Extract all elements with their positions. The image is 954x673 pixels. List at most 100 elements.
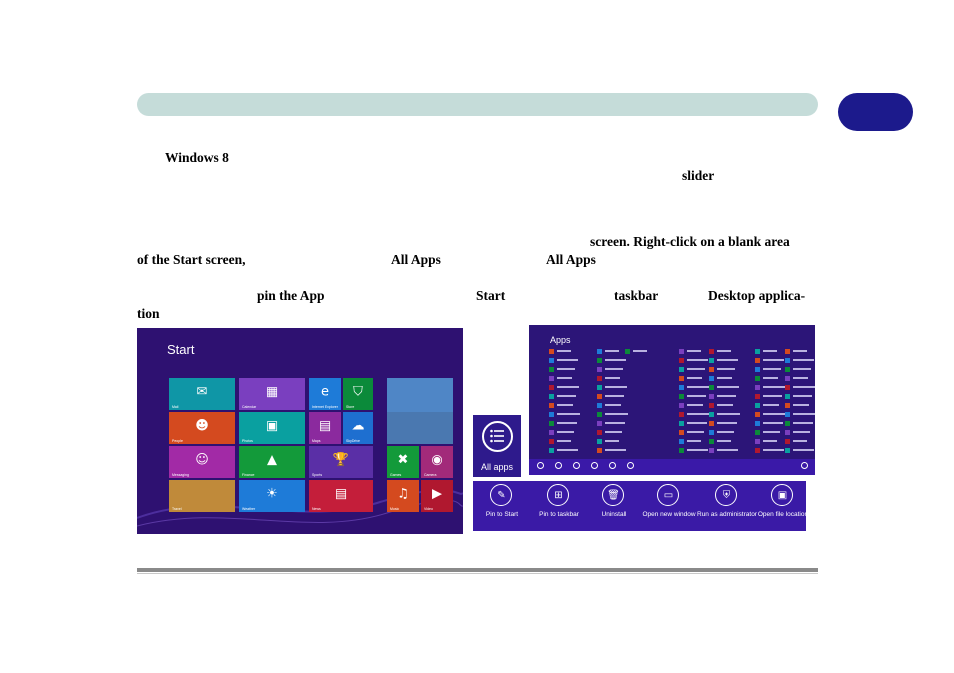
- app-entry-icon: [549, 448, 554, 453]
- app-entry-text: [717, 431, 734, 433]
- start-tile[interactable]: ▦Calendar: [239, 378, 305, 410]
- app-entry-text: [793, 413, 815, 415]
- app-entry-text: [717, 449, 738, 451]
- app-entry-text: [763, 440, 777, 442]
- app-entry-icon: [597, 421, 602, 426]
- start-tile[interactable]: ♫Music: [387, 480, 419, 512]
- app-entry-icon: [597, 358, 602, 363]
- app-entry-icon: [785, 448, 790, 453]
- app-entry-icon: [597, 403, 602, 408]
- app-bar-command[interactable]: ⊞Pin to taskbar: [531, 481, 587, 531]
- app-entry-icon: [549, 412, 554, 417]
- command-label: Open file location: [757, 511, 809, 518]
- app-entry-icon: [709, 412, 714, 417]
- app-bar-command[interactable]: 🗑Uninstall: [586, 481, 642, 531]
- command-label: Pin to taskbar: [539, 511, 579, 518]
- start-tile[interactable]: ☺Messaging: [169, 446, 235, 478]
- start-tile[interactable]: ▲Finance: [239, 446, 305, 478]
- text-start-screen: of the Start screen,: [137, 252, 246, 267]
- app-entry-icon: [549, 403, 554, 408]
- app-entry-icon: [549, 367, 554, 372]
- bar-uninstall-icon[interactable]: [573, 462, 580, 469]
- video-icon: ▶: [432, 486, 442, 502]
- start-tile[interactable]: ◉Camera: [421, 446, 453, 478]
- app-entry-icon: [709, 421, 714, 426]
- folder-icon: ▣: [777, 490, 788, 501]
- app-entry-text: [763, 422, 783, 424]
- app-entry-text: [557, 386, 579, 388]
- start-tile[interactable]: 🏆Sports: [309, 446, 373, 478]
- app-bar-command[interactable]: ⛨ Run as administrator: [697, 481, 757, 531]
- pin-icon: ✎: [497, 490, 506, 501]
- app-entry-icon: [755, 358, 760, 363]
- app-entry-icon: [679, 430, 684, 435]
- app-entry-icon: [549, 376, 554, 381]
- apps-title: Apps: [550, 335, 571, 345]
- app-entry-text: [763, 395, 782, 397]
- start-tile[interactable]: Travel: [169, 480, 235, 512]
- command-label: Run as administrator: [697, 511, 757, 518]
- app-entry-text: [687, 404, 703, 406]
- app-entry-icon: [679, 421, 684, 426]
- app-entry-text: [793, 440, 807, 442]
- app-entry-text: [793, 395, 812, 397]
- start-tile[interactable]: ▤News: [309, 480, 373, 512]
- app-bar-command[interactable]: ▣ Open file location: [755, 481, 811, 531]
- app-entry-text: [557, 395, 576, 397]
- shield-icon: ⛨: [722, 490, 731, 501]
- app-entry-text: [557, 440, 571, 442]
- app-entry-icon: [679, 349, 684, 354]
- start-tile-label: Internet Explorer: [312, 405, 338, 409]
- app-entry-text: [687, 431, 704, 433]
- start-tile[interactable]: ☀Weather: [239, 480, 305, 512]
- app-bar-command[interactable]: ▭Open new window: [641, 481, 697, 531]
- start-tile[interactable]: ✉Mail: [169, 378, 235, 410]
- bar-zoom-icon[interactable]: [801, 462, 808, 469]
- start-tile[interactable]: ▤Maps: [309, 412, 341, 444]
- bar-folder-icon[interactable]: [627, 462, 634, 469]
- app-entry-icon: [755, 430, 760, 435]
- app-entry-icon: [679, 358, 684, 363]
- uninstall-icon: 🗑: [607, 490, 620, 501]
- command-label: Open new window: [642, 511, 696, 518]
- store-icon: ⛉: [353, 384, 363, 400]
- app-entry-text: [793, 431, 810, 433]
- app-entry-text: [557, 377, 572, 379]
- app-entry-icon: [549, 421, 554, 426]
- app-entry-icon: [785, 376, 790, 381]
- text-desktop-applica: Desktop applica-: [708, 288, 806, 303]
- start-tile[interactable]: ⛉Store: [343, 378, 373, 410]
- start-tile[interactable]: ▶Video: [421, 480, 453, 512]
- all-apps-label: All apps: [480, 462, 514, 472]
- start-tile-label: Maps: [312, 439, 321, 443]
- text-pin-the-app: pin the App: [257, 288, 325, 303]
- text-start: Start: [476, 288, 506, 303]
- start-tile[interactable]: [387, 412, 453, 444]
- start-tile[interactable]: ✖Games: [387, 446, 419, 478]
- app-bar-command[interactable]: ✎Pin to Start: [474, 481, 530, 531]
- app-entry-text: [557, 413, 580, 415]
- app-entry-icon: [679, 439, 684, 444]
- app-entry-text: [605, 449, 626, 451]
- app-entry-icon: [625, 349, 630, 354]
- app-entry-text: [605, 413, 628, 415]
- skydrive-icon: ☁: [351, 418, 365, 434]
- command-circle: [771, 484, 793, 506]
- command-circle: [490, 484, 512, 506]
- app-entry-text: [687, 395, 706, 397]
- bar-admin-icon[interactable]: [609, 462, 616, 469]
- start-tile[interactable]: ☻People: [169, 412, 235, 444]
- bar-pin-icon[interactable]: [537, 462, 544, 469]
- bar-taskbar-icon[interactable]: [555, 462, 562, 469]
- app-entry-icon: [709, 448, 714, 453]
- text-all-apps-1: All Apps: [391, 252, 441, 267]
- app-entry-text: [763, 350, 777, 352]
- app-entry-icon: [709, 349, 714, 354]
- people-icon: ☻: [195, 418, 209, 434]
- app-entry-icon: [755, 394, 760, 399]
- all-apps-tile[interactable]: All apps: [473, 415, 521, 477]
- bar-window-icon[interactable]: [591, 462, 598, 469]
- start-tile[interactable]: ▣Photos: [239, 412, 305, 444]
- start-tile[interactable]: ☁SkyDrive: [343, 412, 373, 444]
